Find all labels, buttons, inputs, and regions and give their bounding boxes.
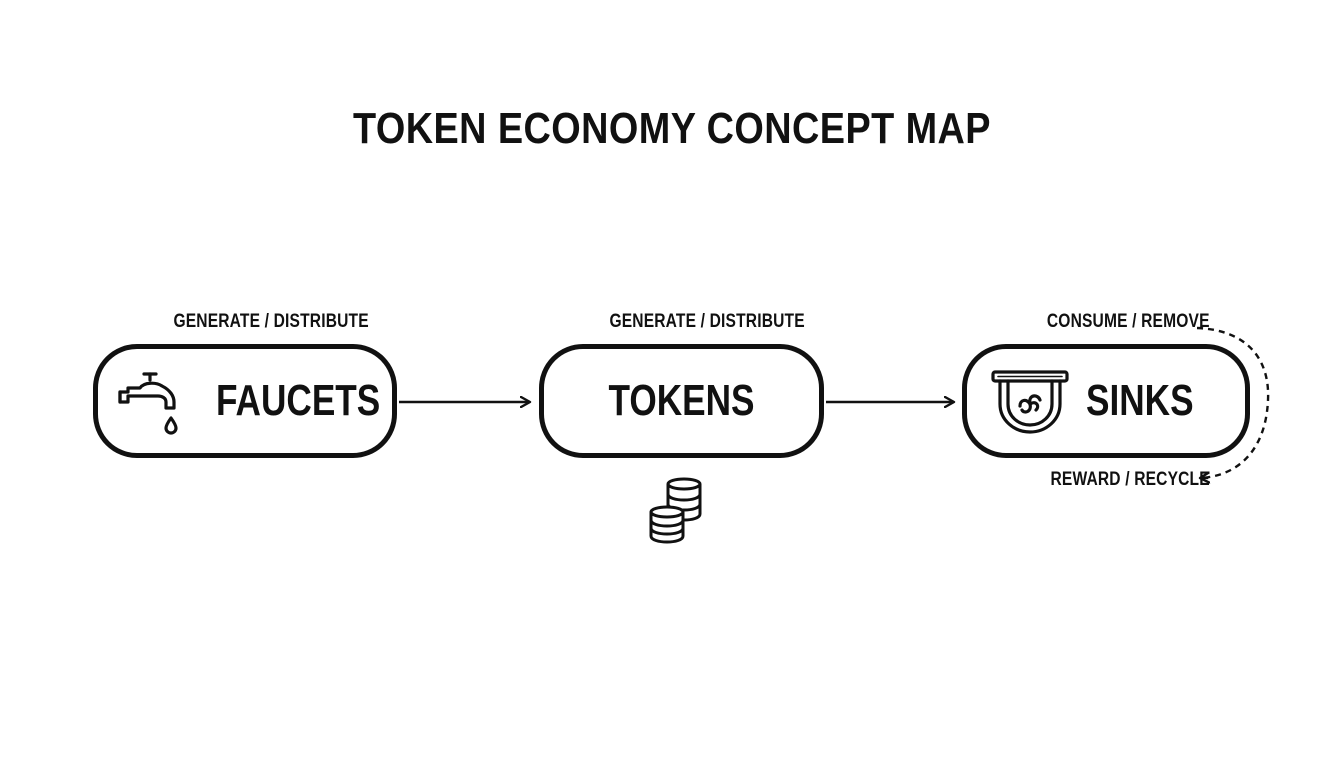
tokens-label: TOKENS	[608, 376, 755, 425]
faucets-edge-label: GENERATE / DISTRIBUTE	[173, 311, 369, 332]
tokens-node[interactable]	[539, 344, 824, 458]
sinks-loop-label: REWARD / RECYCLE	[1050, 469, 1210, 490]
diagram-title: TOKEN ECONOMY CONCEPT MAP	[353, 104, 991, 153]
drain-sink-icon	[991, 370, 1069, 434]
faucets-label: FAUCETS	[216, 376, 381, 425]
sinks-edge-label: CONSUME / REMOVE	[1046, 311, 1210, 332]
tokens-edge-label: GENERATE / DISTRIBUTE	[609, 311, 805, 332]
faucets-node[interactable]	[93, 344, 397, 458]
sinks-label: SINKS	[1086, 376, 1194, 425]
coin-stack-icon	[649, 477, 702, 544]
faucet-icon	[118, 372, 178, 435]
